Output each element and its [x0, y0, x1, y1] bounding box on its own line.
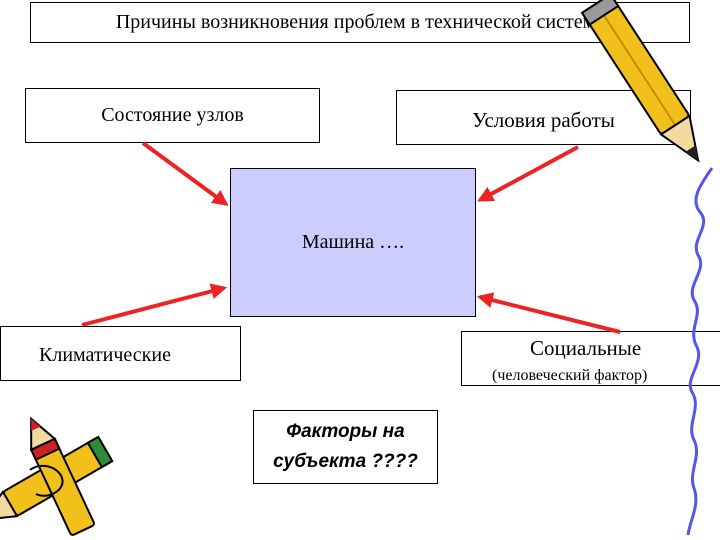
arrow-conditions-to-machine [477, 145, 579, 202]
node-factors-line1: Факторы на [286, 421, 405, 442]
node-conditions: Условия работы [396, 90, 691, 145]
node-machine-label: Машина …. [301, 231, 405, 253]
node-social-label: Социальные [530, 336, 642, 360]
arrow-social-to-machine [476, 292, 621, 334]
arrow-climatic-to-machine [81, 283, 228, 327]
pencils-clipart-icon [0, 416, 114, 536]
node-social: Социальные (человеческий фактор) [461, 331, 720, 386]
node-factors-line2: субъекта ???? [273, 451, 418, 472]
node-machine: Машина …. [230, 168, 476, 317]
node-climatic-label: Климатические [39, 344, 171, 366]
node-climatic: Климатические [0, 326, 241, 381]
node-social-sublabel: (человеческий фактор) [492, 367, 648, 384]
arrow-state-to-machine [141, 141, 229, 206]
node-state: Состояние узлов [25, 88, 320, 143]
node-conditions-label: Условия работы [472, 108, 615, 132]
node-factors: Факторы на субъекта ???? [253, 410, 438, 484]
diagram-title: Причины возникновения проблем в техничес… [30, 2, 690, 43]
node-state-label: Состояние узлов [101, 104, 244, 126]
diagram-title-text: Причины возникновения проблем в техничес… [115, 11, 605, 33]
